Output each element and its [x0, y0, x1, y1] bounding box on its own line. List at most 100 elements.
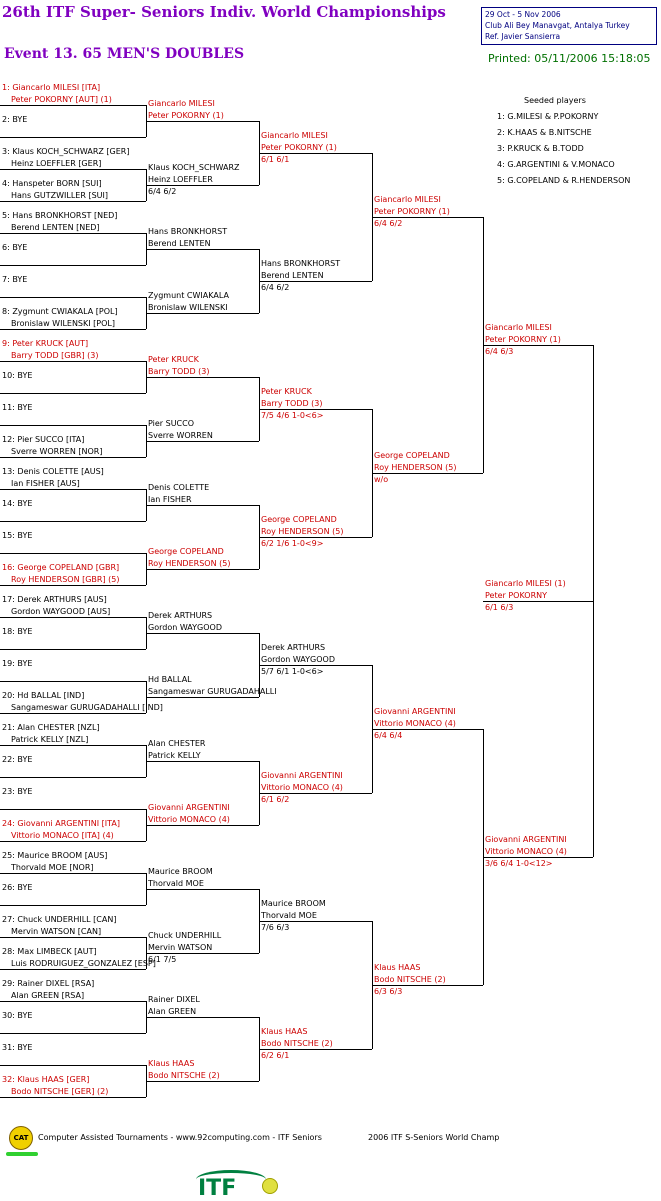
team-player-1: Klaus HAAS: [261, 1027, 308, 1036]
team-player-1: Derek ARTHURS: [261, 643, 326, 652]
team-player-2: Peter POKORNY (1): [261, 143, 337, 152]
bracket-line: [146, 697, 259, 698]
team-player-1: Giovanni ARGENTINI: [148, 803, 230, 812]
team-player-2: Sverre WORREN [NOR]: [11, 447, 103, 456]
team-player-2: Bronislaw WILENSKI: [148, 303, 228, 312]
team-player-2: Thorvald MOE [NOR]: [11, 863, 94, 872]
tournament-dates: 29 Oct - 5 Nov 2006: [485, 10, 561, 19]
match-score: 6/1 7/5: [148, 955, 177, 964]
team-player-1: Peter KRUCK: [148, 355, 199, 364]
bracket-line: [372, 473, 483, 474]
team-player-2: Ian FISHER: [148, 495, 192, 504]
team-player-1: 19: BYE: [2, 659, 33, 668]
team-player-1: Rainer DIXEL: [148, 995, 200, 1004]
team-player-1: 4: Hanspeter BORN [SUI]: [2, 179, 102, 188]
team-player-1: 21: Alan CHESTER [NZL]: [2, 723, 100, 732]
team-player-2: Vittorio MONACO (4): [261, 783, 343, 792]
team-player-1: 13: Denis COLETTE [AUS]: [2, 467, 104, 476]
match-score: 6/1 6/1: [261, 155, 290, 164]
team-player-1: Klaus KOCH_SCHWARZ: [148, 163, 240, 172]
match-score: 6/4 6/2: [148, 187, 177, 196]
itf-logo-arc-icon: [196, 1170, 266, 1189]
seeded-player: 3: P.KRUCK & B.TODD: [497, 144, 584, 153]
match-score: 6/1 6/2: [261, 795, 290, 804]
itf-logo: ITF: [198, 1176, 237, 1201]
bracket-line: [146, 1017, 259, 1018]
bracket-line: [259, 153, 372, 154]
printed-timestamp: Printed: 05/11/2006 15:18:05: [488, 52, 651, 65]
bracket-line: [146, 121, 259, 122]
match-score: 7/6 6/3: [261, 923, 290, 932]
tournament-venue: Club Ali Bey Manavgat, Antalya Turkey: [485, 21, 630, 30]
team-player-1: Denis COLETTE: [148, 483, 210, 492]
team-player-1: Klaus HAAS: [148, 1059, 195, 1068]
bracket-line: [146, 441, 259, 442]
bracket-line: [259, 537, 372, 538]
team-player-2: Bodo NITSCHE [GER] (2): [11, 1087, 109, 1096]
team-player-2: Bodo NITSCHE (2): [374, 975, 446, 984]
bracket-line: [0, 745, 146, 746]
bracket-line: [146, 249, 259, 250]
team-player-2: Ian FISHER [AUS]: [11, 479, 80, 488]
match-score: 6/4 6/3: [485, 347, 514, 356]
tournament-info-box: 29 Oct - 5 Nov 2006 Club Ali Bey Manavga…: [481, 7, 657, 45]
team-player-1: 28: Max LIMBECK [AUT]: [2, 947, 97, 956]
team-player-2: Sangameswar GURUGADAHALLI [IND]: [11, 703, 163, 712]
bracket-line: [0, 617, 146, 618]
team-player-1: 18: BYE: [2, 627, 33, 636]
team-player-1: 31: BYE: [2, 1043, 33, 1052]
team-player-1: 20: Hd BALLAL [IND]: [2, 691, 85, 700]
bracket-line: [0, 1065, 146, 1066]
team-player-1: Hans BRONKHORST: [148, 227, 228, 236]
team-player-1: 5: Hans BRONKHORST [NED]: [2, 211, 118, 220]
bracket-line: [0, 777, 146, 778]
bracket-line: [146, 377, 259, 378]
bracket-line: [0, 969, 146, 970]
team-player-2: Vittorio MONACO (4): [148, 815, 230, 824]
team-player-2: Bodo NITSCHE (2): [261, 1039, 333, 1048]
bracket-line: [0, 585, 146, 586]
bracket-line: [146, 185, 259, 186]
bracket-line: [372, 217, 483, 218]
bracket-line: [0, 1097, 146, 1098]
bracket-line: [0, 1001, 146, 1002]
team-player-2: Roy HENDERSON (5): [374, 463, 457, 472]
seeded-player: 5: G.COPELAND & R.HENDERSON: [497, 176, 631, 185]
bracket-line: [0, 521, 146, 522]
bracket-line: [259, 1049, 372, 1050]
team-player-2: Peter POKORNY (1): [374, 207, 450, 216]
team-player-2: Mervin WATSON [CAN]: [11, 927, 102, 936]
team-player-1: 27: Chuck UNDERHILL [CAN]: [2, 915, 117, 924]
team-player-1: George COPELAND: [261, 515, 337, 524]
team-player-2: Gordon WAYGOOD [AUS]: [11, 607, 111, 616]
bracket-connector: [593, 345, 594, 857]
bracket-line: [0, 873, 146, 874]
bracket-line: [0, 169, 146, 170]
team-player-2: Roy HENDERSON (5): [261, 527, 344, 536]
bracket-line: [0, 265, 146, 266]
event-title: Event 13. 65 MEN'S DOUBLES: [4, 46, 245, 62]
team-player-2: Patrick KELLY [NZL]: [11, 735, 89, 744]
match-score: 6/2 6/1: [261, 1051, 290, 1060]
team-player-1: Giancarlo MILESI: [374, 195, 441, 204]
team-player-2: Peter POKORNY [AUT] (1): [11, 95, 112, 104]
footer-event-name: 2006 ITF S-Seniors World Champ: [368, 1133, 500, 1142]
team-player-2: Vittorio MONACO (4): [485, 847, 567, 856]
match-score: 6/4 6/2: [261, 283, 290, 292]
team-player-2: Roy HENDERSON [GBR] (5): [11, 575, 120, 584]
champion-player-1: Giancarlo MILESI (1): [485, 579, 566, 588]
team-player-1: Giovanni ARGENTINI: [374, 707, 456, 716]
bracket-line: [0, 649, 146, 650]
champion-player-2: Peter POKORNY: [485, 591, 548, 600]
team-player-1: 8: Zygmunt CWIAKALA [POL]: [2, 307, 118, 316]
team-player-2: Sverre WORREN: [148, 431, 213, 440]
team-player-1: Peter KRUCK: [261, 387, 312, 396]
team-player-1: 3: Klaus KOCH_SCHWARZ [GER]: [2, 147, 130, 156]
team-player-1: 30: BYE: [2, 1011, 33, 1020]
bracket-line: [372, 729, 483, 730]
team-player-1: 22: BYE: [2, 755, 33, 764]
bracket-line: [0, 233, 146, 234]
team-player-2: Barry TODD (3): [148, 367, 210, 376]
team-player-1: 1: Giancarlo MILESI [ITA]: [2, 83, 101, 92]
team-player-2: Barry TODD (3): [261, 399, 323, 408]
